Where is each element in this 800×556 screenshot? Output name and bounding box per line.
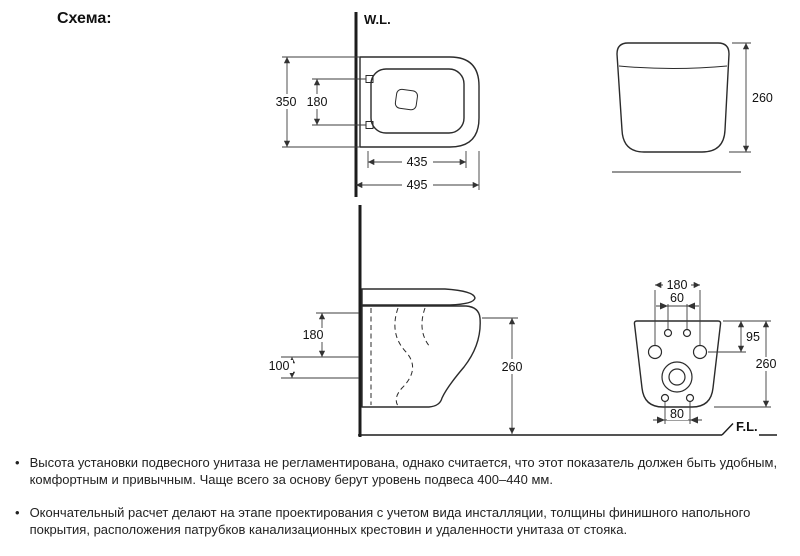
toilet-front-outline [616,42,730,153]
wall-line-label: W.L. [364,12,391,27]
fixing-hole [647,344,663,360]
inlet-hole [682,328,692,338]
drain-outlet-inner [668,368,686,386]
dim-260-label: 260 [756,357,777,371]
note-text: Окончательный расчет делают на этапе про… [29,504,751,537]
dim-100-label: 100 [269,359,290,373]
floor-line-label: F.L. [736,419,758,434]
side-view: F.L. 180 100 260 [266,205,777,437]
toilet-side-outline [361,305,481,408]
front-view: 260 [612,42,773,173]
dim-495-label: 495 [407,178,428,192]
seat-lid-profile [361,288,476,306]
installation-notes: • Высота установки подвесного унитаза не… [10,454,792,553]
top-view: W.L. 350 180 435 495 [272,12,480,197]
dim-arrow [657,416,665,424]
dim-260-label: 260 [502,360,523,374]
dim-260-label: 260 [752,91,773,105]
dim-arrow [687,302,695,310]
trapway-hidden-line [421,307,431,348]
inlet-hole [663,328,673,338]
toilet-plan-rim [370,68,465,134]
outlet-bolt-hole [660,393,670,403]
note-item: • Окончательный расчет делают на этапе п… [10,504,792,539]
page-title: Схема: [57,10,112,27]
bullet-icon: • [15,455,20,470]
toilet-back-outline [633,320,722,408]
dim-180-label: 180 [307,95,328,109]
trapway-hidden-line [394,307,413,407]
dim-60-label: 60 [670,291,684,305]
technical-diagram: W.L. 350 180 435 495 [266,12,781,437]
dim-180-label: 180 [667,278,688,292]
note-text: Высота установки подвесного унитаза не р… [29,455,778,488]
dim-350-label: 350 [276,95,297,109]
dim-arrow [690,416,698,424]
note-item: • Высота установки подвесного унитаза не… [10,454,792,489]
toilet-plan-outline [359,56,480,148]
outlet-bolt-hole [685,393,695,403]
drain-opening [394,88,418,111]
fixing-hole [692,344,708,360]
seat-lid-seam [618,65,728,69]
dim-95-label: 95 [746,330,760,344]
dim-435-label: 435 [407,155,428,169]
dim-arrow [660,302,668,310]
drain-outlet [661,361,693,393]
dim-180-label: 180 [303,328,324,342]
back-view: 180 60 95 260 80 [633,278,781,424]
dim-80-label: 80 [670,407,684,421]
bullet-icon: • [15,504,20,520]
floor-line-break [721,423,734,436]
